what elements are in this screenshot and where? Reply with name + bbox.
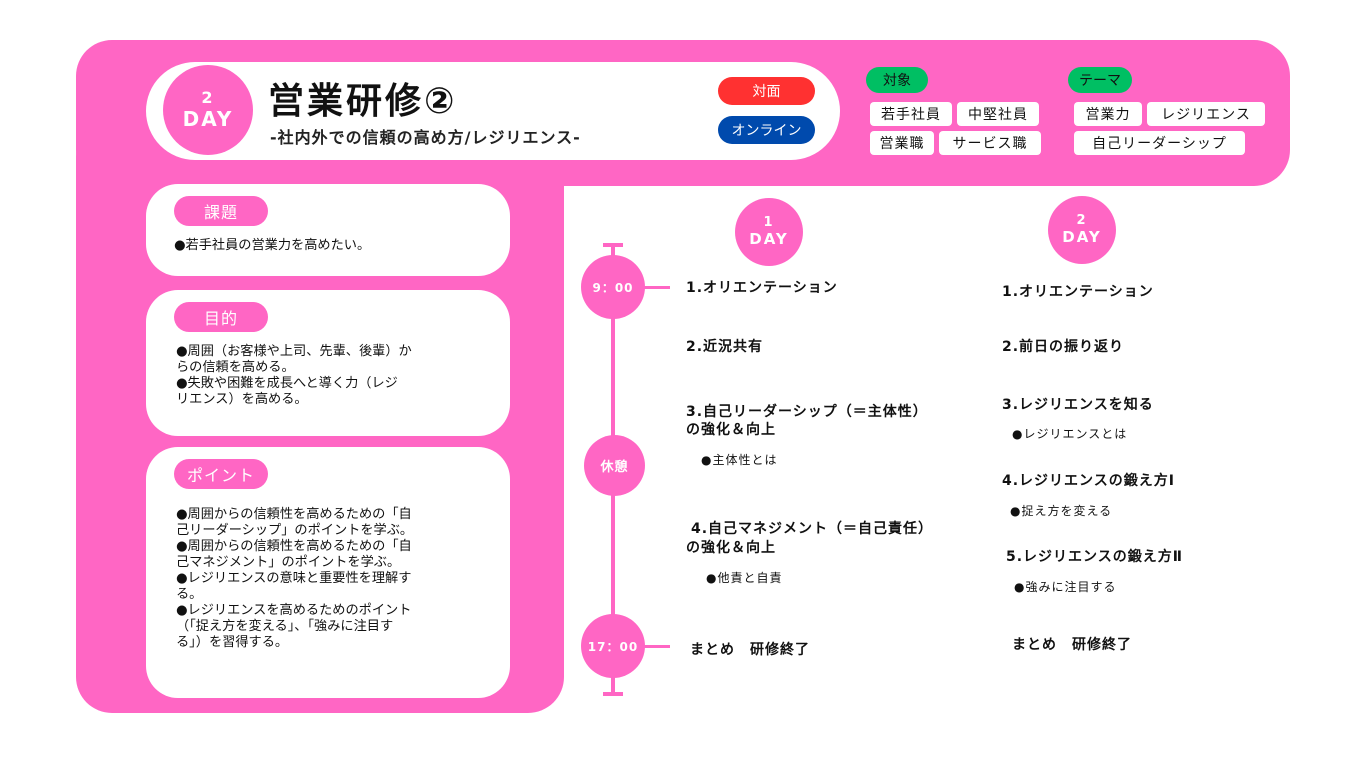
day2-item: 4.レジリエンスの鍛え方Ⅰ xyxy=(1002,473,1175,489)
issue-label: 課題 xyxy=(174,196,268,226)
day2-item: 3.レジリエンスを知る xyxy=(1002,397,1154,413)
day2-subitem: ●レジリエンスとは xyxy=(1012,427,1128,441)
timeline-connector xyxy=(642,645,670,648)
day2-closing: まとめ 研修終了 xyxy=(1012,637,1132,653)
points-line: ●周囲からの信頼性を高めるための「自 xyxy=(176,507,412,522)
issue-card: 課題 ●若手社員の営業力を高めたい。 xyxy=(146,184,510,276)
timeline-connector xyxy=(642,286,670,289)
day1-badge: 1 DAY xyxy=(735,198,803,266)
theme-chip: 自己リーダーシップ xyxy=(1074,131,1245,155)
page-subtitle: -社内外での信頼の高め方/レジリエンス- xyxy=(270,128,581,147)
points-label: ポイント xyxy=(174,459,268,489)
start-time: 9：00 xyxy=(581,255,645,319)
day1-item: 2.近況共有 xyxy=(686,339,764,355)
day2-number: 2 xyxy=(1076,212,1088,228)
in-person-badge: 対面 xyxy=(718,77,815,105)
day2-badge: 2 DAY xyxy=(1048,196,1116,264)
points-card: ポイント ●周囲からの信頼性を高めるための「自 己リーダーシップ」のポイントを学… xyxy=(146,447,510,698)
issue-text: ●若手社員の営業力を高めたい。 xyxy=(174,238,371,253)
points-line: ●レジリエンスの意味と重要性を理解す xyxy=(176,571,412,586)
day1-item: 1.オリエンテーション xyxy=(686,280,838,296)
day2-item: 5.レジリエンスの鍛え方Ⅱ xyxy=(1006,549,1184,565)
break-time: 休憩 xyxy=(584,435,645,496)
purpose-line: ●失敗や困難を成長へと導く力（レジ xyxy=(176,376,398,391)
day2-subitem: ●強みに注目する xyxy=(1014,580,1117,594)
target-chip: 若手社員 xyxy=(870,102,952,126)
purpose-card: 目的 ●周囲（お客様や上司、先輩、後輩）か らの信頼を高める。 ●失敗や困難を成… xyxy=(146,290,510,436)
theme-label: テーマ xyxy=(1068,67,1132,93)
target-chip: 営業職 xyxy=(870,131,934,155)
title-day-label: DAY xyxy=(182,106,234,131)
day1-item: 3.自己リーダーシップ（＝主体性） xyxy=(686,404,928,420)
timeline-bottom-cap xyxy=(603,692,623,696)
day1-item: の強化＆向上 xyxy=(686,540,776,556)
points-line: る。 xyxy=(176,587,203,602)
target-chip: サービス職 xyxy=(939,131,1041,155)
title-day-badge: 2 DAY xyxy=(163,65,253,155)
day2-subitem: ●捉え方を変える xyxy=(1010,504,1113,518)
points-line: ●レジリエンスを高めるためのポイント xyxy=(176,603,412,618)
day2-item: 1.オリエンテーション xyxy=(1002,284,1154,300)
purpose-label: 目的 xyxy=(174,302,268,332)
online-badge: オンライン xyxy=(718,116,815,144)
day1-label: DAY xyxy=(749,229,789,248)
end-time: 17：00 xyxy=(581,614,645,678)
timeline-top-cap xyxy=(603,243,623,247)
points-line: る」）を習得する。 xyxy=(176,635,289,650)
purpose-line: リエンス）を高める。 xyxy=(176,392,308,407)
day1-item: 4.自己マネジメント（＝自己責任） xyxy=(691,521,934,537)
title-day-number: 2 xyxy=(201,88,215,108)
purpose-line: ●周囲（お客様や上司、先輩、後輩）か xyxy=(176,344,412,359)
theme-chip: レジリエンス xyxy=(1147,102,1265,126)
target-chip: 中堅社員 xyxy=(957,102,1039,126)
page-title: 営業研修② xyxy=(268,81,458,122)
theme-chip: 営業力 xyxy=(1074,102,1142,126)
day2-item: 2.前日の振り返り xyxy=(1002,339,1125,355)
purpose-line: らの信頼を高める。 xyxy=(176,360,295,375)
points-line: 己マネジメント」のポイントを学ぶ。 xyxy=(176,555,401,570)
day1-subitem: ●主体性とは xyxy=(701,453,778,467)
points-line: （「捉え方を変える」、「強みに注目す xyxy=(176,619,394,634)
day2-label: DAY xyxy=(1062,227,1102,246)
day1-number: 1 xyxy=(763,214,775,230)
target-label: 対象 xyxy=(866,67,928,93)
day1-closing: まとめ 研修終了 xyxy=(690,642,810,658)
points-line: 己リーダーシップ」のポイントを学ぶ。 xyxy=(176,523,414,538)
day1-item: の強化＆向上 xyxy=(686,422,776,438)
day1-subitem: ●他責と自責 xyxy=(706,571,783,585)
points-line: ●周囲からの信頼性を高めるための「自 xyxy=(176,539,412,554)
